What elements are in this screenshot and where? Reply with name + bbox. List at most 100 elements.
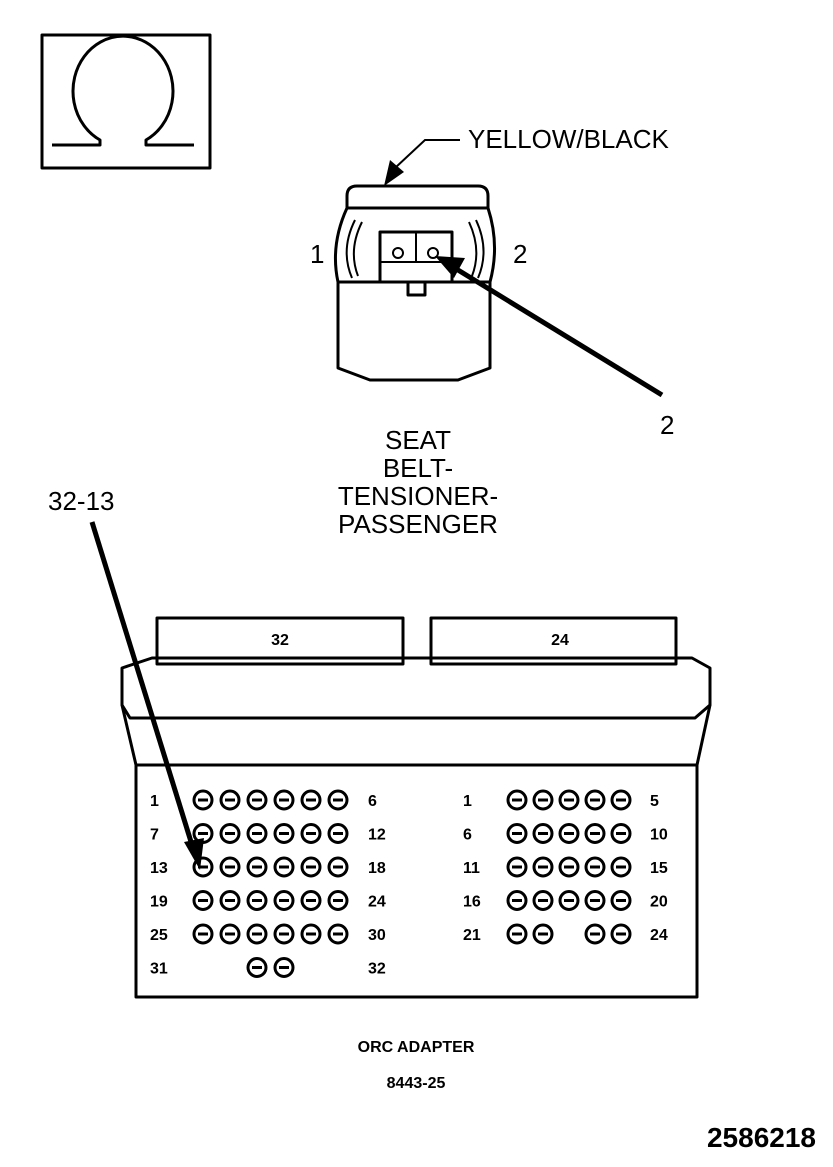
left-pin: [219, 890, 241, 911]
adapter-callout-label: 32-13: [48, 486, 115, 516]
left-pin: [327, 890, 349, 911]
right-pin: [506, 890, 528, 911]
right-row-end-label: 24: [650, 927, 668, 944]
right-row-start-label: 21: [463, 927, 481, 944]
left-row-end-label: 12: [368, 827, 386, 844]
left-pin: [246, 923, 268, 945]
left-pin: [192, 890, 214, 911]
right-pin: [506, 856, 528, 878]
right-pin: [610, 890, 632, 911]
left-pin: [300, 856, 322, 878]
right-pin: [532, 890, 554, 911]
right-pin: [532, 923, 554, 945]
right-row-start-label: 1: [463, 793, 472, 810]
left-row-start-label: 31: [150, 961, 168, 978]
right-pin: [558, 789, 580, 811]
right-pin: [584, 890, 606, 911]
adapter-title: ORC ADAPTER: [358, 1039, 475, 1056]
right-pin: [558, 890, 580, 911]
connector-title-line-2: BELT-: [383, 453, 453, 483]
adapter-callout-arrow: [89, 521, 204, 870]
seat-belt-connector: [333, 184, 497, 382]
right-pin: [610, 923, 632, 945]
left-row-start-label: 13: [150, 860, 168, 877]
right-pin: [532, 789, 554, 811]
left-row-end-label: 24: [368, 894, 386, 911]
left-row-end-label: 30: [368, 927, 386, 944]
left-pin: [327, 789, 349, 811]
left-pin: [219, 789, 241, 811]
adapter-part-number: 8443-25: [387, 1075, 446, 1092]
connector-title-line-1: SEAT: [385, 425, 451, 455]
left-pin: [327, 923, 349, 945]
left-row-end-label: 18: [368, 860, 386, 877]
pin-label-left: 1: [310, 239, 324, 269]
right-row-end-label: 15: [650, 860, 668, 877]
left-pin: [246, 890, 268, 911]
left-pin: [300, 789, 322, 811]
connector-title-line-4: PASSENGER: [338, 509, 498, 539]
right-pin: [584, 856, 606, 878]
pin-callout-label: 2: [660, 410, 674, 440]
left-pin: [273, 957, 295, 978]
right-row-end-label: 10: [650, 827, 668, 844]
left-pin: [273, 923, 295, 945]
right-pin: [506, 789, 528, 811]
left-row-start-label: 25: [150, 927, 168, 944]
right-pin: [610, 823, 632, 844]
right-pin: [610, 856, 632, 878]
left-pin: [192, 856, 214, 878]
right-pin: [610, 789, 632, 811]
right-pin: [558, 823, 580, 844]
left-pin: [246, 957, 268, 978]
left-pin: [219, 923, 241, 945]
left-pin: [246, 823, 268, 844]
left-row-end-label: 32: [368, 961, 386, 978]
right-pin: [584, 789, 606, 811]
left-pin: [273, 789, 295, 811]
left-pin: [327, 823, 349, 844]
left-pin: [300, 923, 322, 945]
right-pin: [584, 923, 606, 945]
right-pin: [506, 823, 528, 844]
right-row-end-label: 20: [650, 894, 668, 911]
right-row-start-label: 16: [463, 894, 481, 911]
left-row-start-label: 7: [150, 827, 159, 844]
right-pin: [584, 823, 606, 844]
left-pin: [219, 856, 241, 878]
left-pin: [246, 856, 268, 878]
right-row-start-label: 6: [463, 827, 472, 844]
right-pin: [532, 823, 554, 844]
connector-title-line-3: TENSIONER-: [338, 481, 498, 511]
pin-callout-arrow: [435, 256, 664, 398]
left-pin: [273, 823, 295, 844]
left-pin: [192, 923, 214, 945]
left-pin: [219, 823, 241, 844]
left-row-start-label: 19: [150, 894, 168, 911]
right-pin: [532, 856, 554, 878]
right-header-label: 24: [551, 632, 569, 649]
left-pin: [246, 789, 268, 811]
left-pin: [192, 789, 214, 811]
left-pin: [192, 823, 214, 844]
left-pin: [273, 856, 295, 878]
ohm-icon: [40, 33, 212, 170]
right-row-start-label: 11: [463, 860, 480, 877]
left-row-end-label: 6: [368, 793, 377, 810]
left-pin: [327, 856, 349, 878]
pin-label-right: 2: [513, 239, 527, 269]
right-pin: [558, 856, 580, 878]
left-pin: [300, 823, 322, 844]
orc-adapter-body: [120, 616, 712, 999]
left-pin: [273, 890, 295, 911]
right-row-end-label: 5: [650, 793, 659, 810]
left-row-start-label: 1: [150, 793, 159, 810]
left-header-label: 32: [271, 632, 289, 649]
color-label: YELLOW/BLACK: [468, 124, 670, 154]
right-pin: [506, 923, 528, 945]
figure-id: 2586218: [707, 1122, 816, 1153]
color-callout-leader: [384, 139, 460, 186]
left-pin: [300, 890, 322, 911]
